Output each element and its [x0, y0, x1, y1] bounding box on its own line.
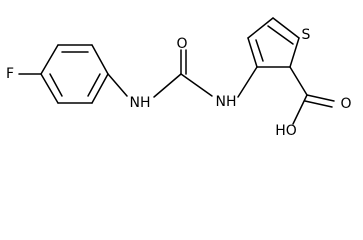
acid-double-bond-2 [304, 100, 333, 108]
structure-canvas: F NH O NH S O HO [6, 17, 352, 139]
urea-right-bond [180, 73, 213, 97]
thiophene-bond-c2-s [289, 37, 300, 68]
ring-inner-double-bond-2 [87, 73, 101, 97]
acid-double-bond-1 [306, 94, 335, 102]
carbonyl-oxygen-label: O [176, 36, 187, 52]
urea-left-bond [153, 73, 182, 98]
thiophene-bond-c4-c3 [247, 37, 258, 68]
ring-inner-double-bond-3 [49, 73, 63, 97]
acid-attachment-bond [289, 66, 308, 96]
hydroxyl-bond [292, 94, 308, 125]
right-nh-label: NH [216, 94, 237, 110]
fluorine-label: F [6, 66, 14, 82]
left-nh-label: NH [130, 95, 151, 111]
chemical-structure-diagram: F NH O NH S O HO [6, 17, 352, 139]
acid-oxygen-label: O [340, 96, 351, 112]
thiophene-bond-c5-c4 [247, 17, 274, 39]
nh-thiophene-bond [237, 66, 258, 98]
thiophene-inner-double-bond-1 [255, 39, 264, 62]
ring-bond-6 [40, 73, 59, 104]
thiophene-inner-double-bond-2 [267, 25, 294, 45]
sulfur-label: S [302, 27, 311, 43]
ring-bond-3 [91, 44, 109, 75]
thiophene-ring [247, 17, 300, 68]
ring-bond-1 [40, 44, 59, 75]
thiophene-bond-s-c5 [272, 17, 300, 39]
aryl-nh-bond [107, 73, 128, 97]
fluorophenyl-ring [40, 44, 109, 104]
hydroxyl-label: HO [275, 123, 297, 139]
ring-bond-4 [91, 73, 109, 104]
